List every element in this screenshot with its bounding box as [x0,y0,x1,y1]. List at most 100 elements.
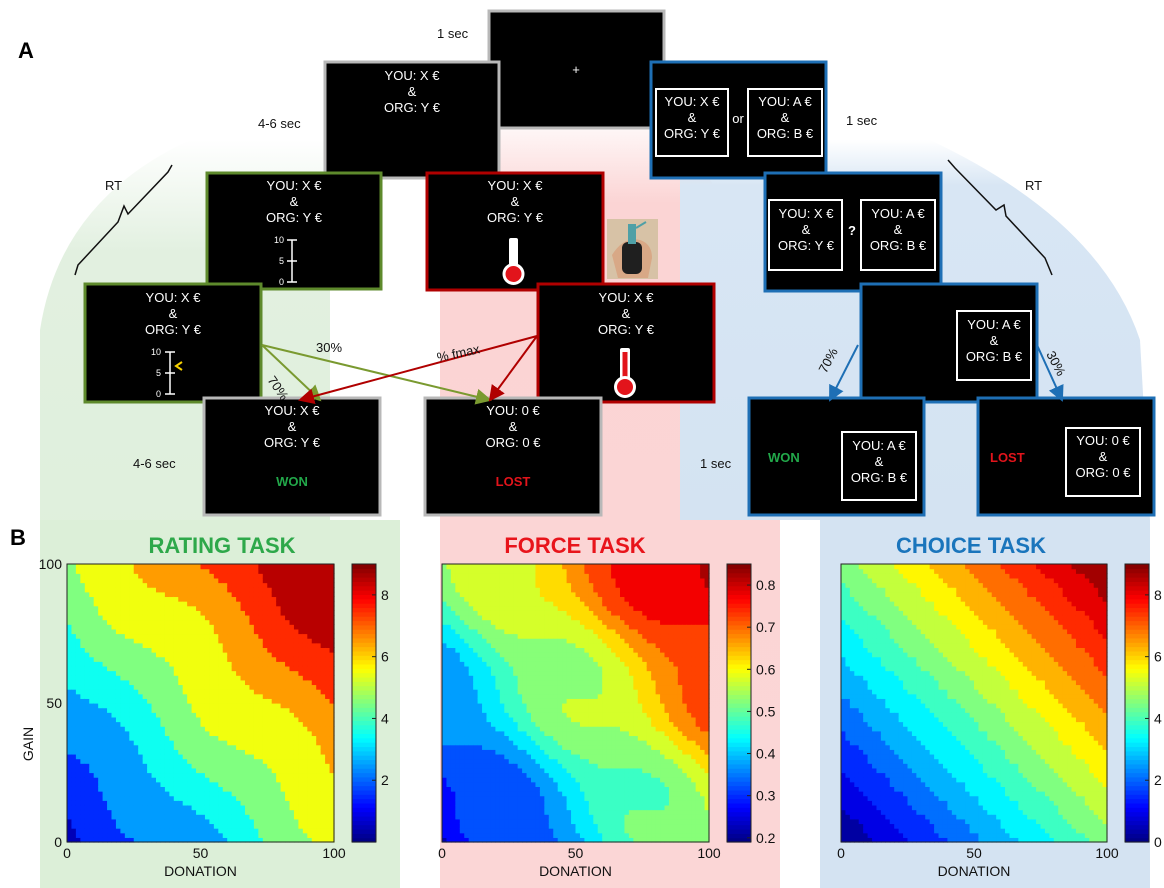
contour-cell [508,763,514,769]
contour-cell [75,577,81,584]
contour-cell [182,772,188,778]
contour-cell [508,693,514,699]
contour-cell [253,800,259,806]
contour-cell [468,721,474,727]
contour-cell [446,740,452,746]
contour-cell [89,647,95,653]
contour-cell [129,628,135,635]
contour-cell [495,804,501,811]
contour-cell [236,619,242,625]
contour-cell [204,740,210,746]
contour-cell [329,758,335,764]
contour-cell [329,642,335,648]
contour-cell [285,614,291,621]
contour-cell [280,689,286,695]
contour-cell [124,582,130,588]
contour-cell [468,828,474,834]
contour-cell [450,689,456,695]
contour-cell [504,675,510,681]
contour-cell [517,767,523,774]
contour-cell [320,587,326,593]
contour-cell [285,740,291,746]
contour-cell [482,661,488,667]
contour-cell [89,795,95,801]
contour-cell [187,744,193,750]
contour-cell [93,591,99,598]
contour-cell [240,605,246,611]
contour-cell [446,652,452,658]
contour-cell [459,642,465,648]
contour-cell [71,730,77,737]
contour-cell [182,703,188,709]
contour-cell [473,689,479,695]
contour-cell [151,804,157,811]
contour-cell [147,832,153,838]
contour-cell [508,800,514,806]
contour-cell [204,661,210,667]
contour-cell [442,619,448,625]
contour-cell [276,726,282,732]
contour-cell [298,624,304,630]
contour-cell [191,712,197,718]
contour-cell [468,689,474,695]
contour-cell [271,638,277,644]
choice-won-org: ORG: B € [851,470,908,485]
contour-cell [222,591,228,598]
contour-cell [298,577,304,584]
contour-cell [227,679,233,686]
contour-cell [455,596,461,602]
contour-cell [464,582,470,588]
contour-cell [302,638,308,644]
contour-cell [464,753,470,760]
contour-cell [218,577,224,584]
contour-cell [160,684,166,690]
contour-cell [289,679,295,686]
contour-cell [89,837,95,843]
contour-cell [289,601,295,607]
contour-cell [67,735,73,741]
colorbar-cell [352,650,376,656]
contour-cell [111,763,117,769]
contour-cell [276,656,282,662]
contour-cell [464,791,470,797]
contour-cell [311,721,317,727]
contour-cell [276,795,282,801]
response-amp: & [169,306,178,321]
contour-cell [464,628,470,635]
contour-cell [482,601,488,607]
contour-cell [329,614,335,621]
contour-cell [164,633,170,639]
contour-cell [107,726,113,732]
contour-cell [325,832,331,838]
contour-cell [446,661,452,667]
contour-cell [464,679,470,686]
contour-cell [258,591,264,598]
contour-cell [147,763,153,769]
contour-cell [67,749,73,755]
contour-cell [129,596,135,602]
contour-cell [298,735,304,741]
contour-cell [138,795,144,801]
contour-cell [124,670,130,676]
contour-cell [276,614,282,621]
contour-cell [477,703,483,709]
contour-cell [231,781,237,787]
contour-cell [142,573,148,579]
contour-cell [253,832,259,838]
contour-cell [178,698,184,704]
contour-cell [249,781,255,787]
contour-cell [499,591,505,598]
contour-cell [446,767,452,774]
contour-cell [473,684,479,690]
contour-cell [504,800,510,806]
contour-cell [249,828,255,834]
rt-label-left: RT [105,178,122,193]
contour-cell [311,568,317,574]
contour-cell [200,582,206,588]
contour-cell [84,758,90,764]
contour-cell [209,610,215,616]
rating-scale: 10 5 0 [151,347,183,399]
contour-cell [160,753,166,760]
contour-cell [227,707,233,713]
contour-cell [526,818,532,825]
